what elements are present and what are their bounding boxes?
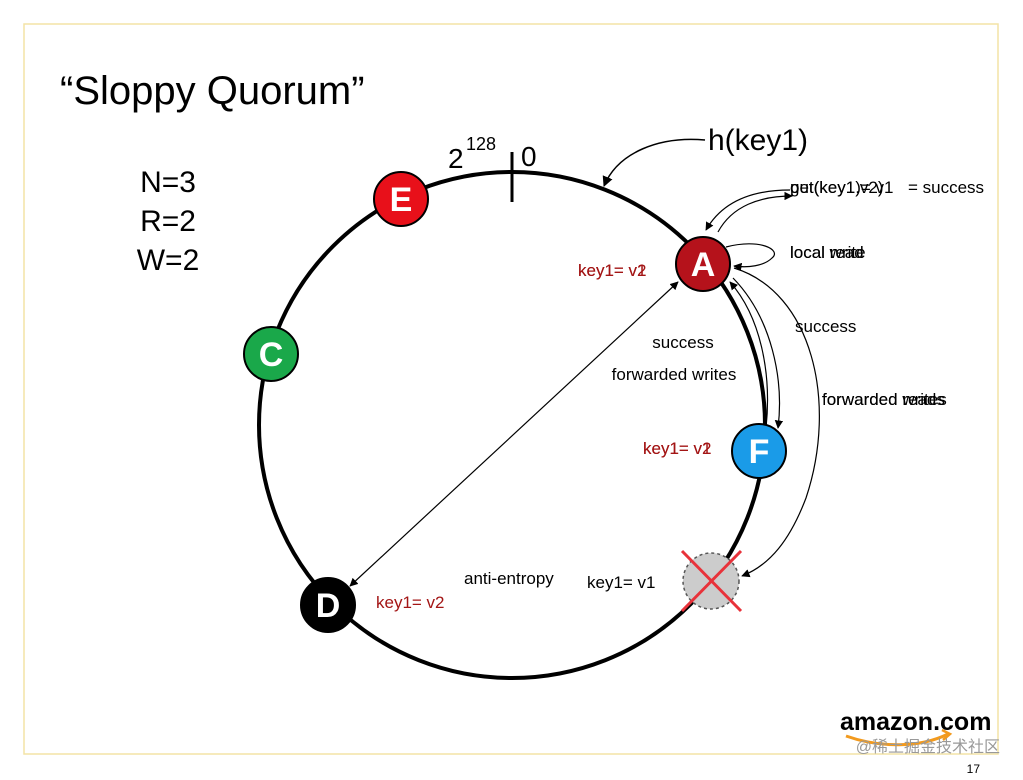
forwarded-right-label: forwarded writes (822, 390, 947, 409)
client-request-overlay-label: get(key1)= v1 (790, 178, 893, 197)
local-write-label: local write (790, 243, 866, 262)
node-d-label: D (316, 587, 341, 625)
success-right-label: success (795, 317, 856, 336)
client-request-label: put(key1,v2) (790, 178, 884, 197)
client-success-label: = success (908, 178, 984, 197)
amazon-smile-icon (845, 732, 949, 747)
node-failed (680, 549, 743, 613)
key-a-label: key1= v2 (578, 261, 647, 280)
key-f-label: key1= v2 (643, 439, 712, 458)
key-x-label: key1= v1 (587, 573, 656, 592)
param-w: W=2 (137, 244, 200, 277)
local-write-loop (725, 243, 775, 272)
anti-entropy-arrow (349, 281, 679, 587)
node-a: A (675, 236, 731, 292)
forward-to-f-arrow (732, 277, 784, 429)
ring-max-exponent: 128 (466, 134, 496, 154)
amazon-logo-text: amazon.com (840, 708, 991, 736)
node-f-label: F (749, 433, 770, 471)
forwarded-center-label: forwarded writes (612, 365, 737, 384)
forward-to-x-arrow (733, 267, 820, 578)
node-c: C (243, 326, 299, 382)
ring-zero: 0 (521, 141, 537, 172)
node-f: F (731, 423, 787, 479)
ring-max-base: 2 (448, 143, 464, 174)
client-request-arrow (705, 189, 791, 231)
page-number: 17 (967, 762, 981, 776)
key-a-overlay-label: key1= v1 (578, 261, 647, 280)
node-e-label: E (390, 181, 413, 219)
success-center-label: success (652, 333, 713, 352)
slide-title: “Sloppy Quorum” (60, 69, 365, 113)
key-f-overlay-label: key1= v1 (643, 439, 712, 458)
anti-entropy-label: anti-entropy (464, 569, 554, 588)
param-r: R=2 (140, 205, 196, 238)
node-e: E (373, 171, 429, 227)
param-n: N=3 (140, 166, 196, 199)
client-response-arrow (717, 191, 793, 233)
failed-cross-line-2 (680, 549, 743, 613)
slide-frame (23, 23, 999, 755)
node-c-label: C (259, 336, 284, 374)
node-d: D (300, 577, 356, 633)
amazon-logo: amazon.com (840, 708, 991, 747)
node-a-label: A (691, 246, 716, 284)
watermark: @稀土掘金技术社区 (856, 738, 1000, 756)
f-success-arrow (729, 281, 769, 429)
hash-key-label: h(key1) (708, 124, 808, 157)
forwarded-right-overlay-label: forwarded reads (822, 390, 945, 409)
local-read-overlay-label: local read (790, 243, 864, 262)
hash-key-arrow (602, 138, 706, 187)
key-d-label: key1= v2 (376, 593, 445, 612)
